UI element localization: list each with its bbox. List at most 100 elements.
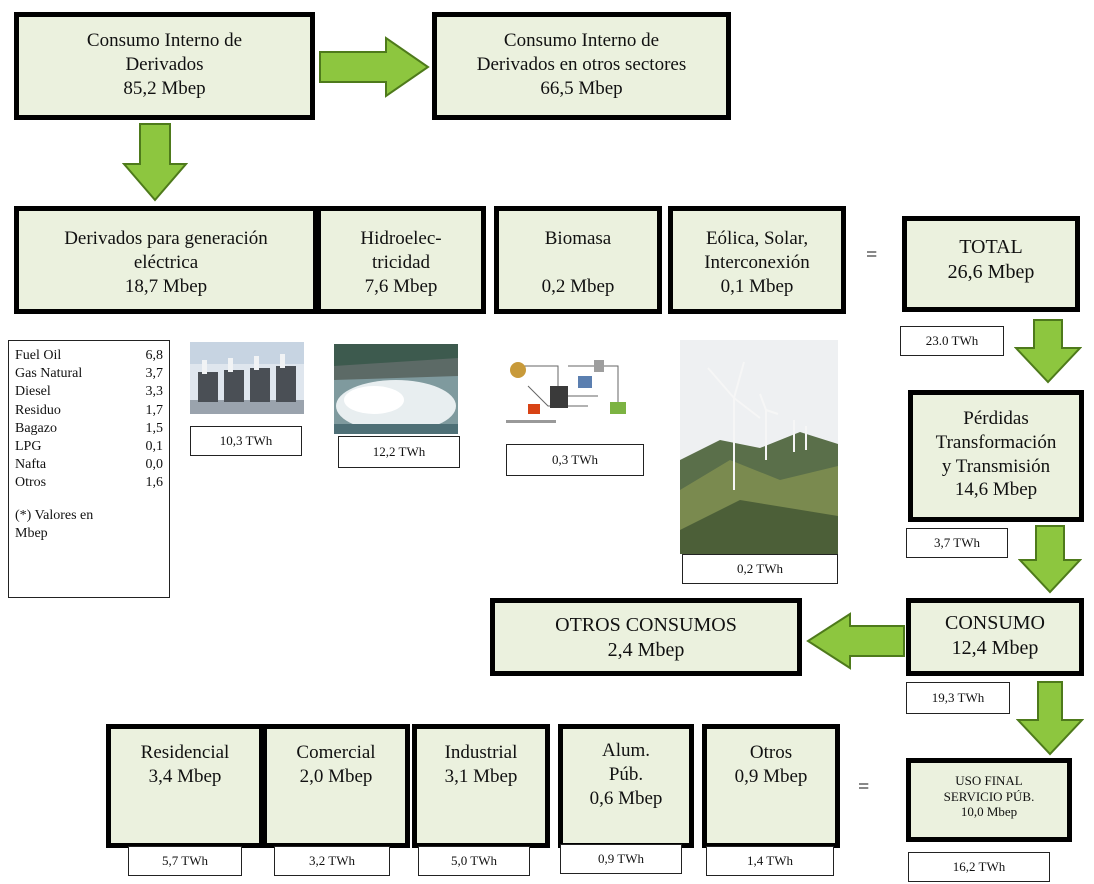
box-value: 10,0 Mbep <box>960 804 1018 820</box>
box-value: 7,6 Mbep <box>364 275 438 297</box>
box-line: Industrial <box>444 742 518 763</box>
box-line: Alum. <box>601 740 651 761</box>
hidroelectricidad-box: Hidroelec- tricidad 7,6 Mbep <box>316 206 486 314</box>
residencial-box: Residencial 3,4 Mbep <box>106 724 264 848</box>
box-line: Biomasa <box>544 228 612 249</box>
box-line: Interconexión <box>704 251 810 273</box>
box-line: Derivados <box>125 53 204 75</box>
thermal-plant-image <box>190 342 304 414</box>
fuel-row: Residuo 1,7 <box>15 402 163 420</box>
fuel-name: Gas Natural <box>15 366 83 382</box>
box-value: 12,4 Mbep <box>951 637 1039 659</box>
box-value: 85,2 Mbep <box>123 77 206 99</box>
fuel-name: Otros <box>15 475 47 491</box>
twh-value: 5,0 TWh <box>451 853 497 868</box>
biomasa-box: Biomasa 0,2 Mbep <box>494 206 662 314</box>
note-text: (*) Valores en <box>15 507 94 523</box>
eolica-solar-box: Eólica, Solar, Interconexión 0,1 Mbep <box>668 206 846 314</box>
fuel-value: 3,7 <box>145 366 164 382</box>
arrow-down-icon <box>122 123 188 202</box>
termica-twh-box: 10,3 TWh <box>190 426 302 456</box>
box-line: Otros <box>749 742 793 763</box>
note-text: Mbep <box>15 525 48 541</box>
wind-turbines-image <box>680 340 838 554</box>
fuel-row: Otros 1,6 <box>15 474 163 492</box>
residencial-twh-box: 5,7 TWh <box>128 846 242 876</box>
fuel-name: Bagazo <box>15 420 57 436</box>
arrow-down-icon <box>1014 319 1082 384</box>
fuel-value: 0,1 <box>145 438 164 454</box>
consumo-box: CONSUMO 12,4 Mbep <box>906 598 1084 676</box>
fuel-name: LPG <box>15 438 42 454</box>
hydro-dam-image <box>334 344 458 434</box>
comercial-box: Comercial 2,0 Mbep <box>262 724 410 848</box>
box-value: 18,7 Mbep <box>124 275 208 297</box>
fuel-name: Nafta <box>15 457 47 473</box>
box-value: 0,9 Mbep <box>734 765 808 787</box>
twh-value: 3,7 TWh <box>934 535 980 550</box>
fuel-name: Diesel <box>15 384 51 400</box>
comercial-twh-box: 3,2 TWh <box>274 846 390 876</box>
box-line: Púb. <box>608 763 644 785</box>
box-line: Eólica, Solar, <box>705 228 809 249</box>
legend-note: (*) Valores en Mbep <box>15 507 163 543</box>
industrial-twh-box: 5,0 TWh <box>418 846 530 876</box>
fuel-value: 1,5 <box>145 420 164 436</box>
total-twh-box: 23.0 TWh <box>900 326 1004 356</box>
box-value: 2,0 Mbep <box>299 765 373 787</box>
box-value: 3,1 Mbep <box>444 765 518 787</box>
biomass-diagram-image <box>498 346 640 430</box>
box-value: 2,4 Mbep <box>607 639 685 661</box>
twh-value: 19,3 TWh <box>931 690 985 705</box>
box-line: Hidroelec- <box>360 228 442 249</box>
twh-value: 23.0 TWh <box>925 333 979 348</box>
fuel-value: 1,6 <box>145 475 164 491</box>
consumo-twh-box: 19,3 TWh <box>906 682 1010 714</box>
hidro-twh-box: 12,2 TWh <box>338 436 460 468</box>
eolica-twh-box: 0,2 TWh <box>682 554 838 584</box>
biomasa-twh-box: 0,3 TWh <box>506 444 644 476</box>
box-line: USO FINAL <box>955 773 1023 788</box>
fuel-value: 3,3 <box>145 384 164 400</box>
equals-sign: = <box>858 776 870 798</box>
fuel-name: Residuo <box>15 402 61 418</box>
twh-value: 10,3 TWh <box>219 433 273 448</box>
arrow-down-icon <box>1018 525 1082 594</box>
fuel-value: 1,7 <box>145 402 164 418</box>
perdidas-box: Pérdidas Transformación y Transmisión 14… <box>908 390 1084 522</box>
arrow-left-icon <box>806 612 905 670</box>
perdidas-twh-box: 3,7 TWh <box>906 528 1008 558</box>
box-line: Residencial <box>140 742 230 763</box>
box-line: y Transmisión <box>941 455 1051 477</box>
fuel-row: LPG 0,1 <box>15 438 163 456</box>
otros-sector-box: Otros 0,9 Mbep <box>702 724 840 848</box>
box-line: tricidad <box>371 251 431 273</box>
twh-value: 16,2 TWh <box>952 859 1006 874</box>
box-line: CONSUMO <box>944 612 1046 634</box>
box-line: Derivados en otros sectores <box>476 53 687 75</box>
twh-value: 5,7 TWh <box>162 853 208 868</box>
box-line: eléctrica <box>133 251 199 273</box>
arrow-right-icon <box>319 36 430 98</box>
twh-value: 0,2 TWh <box>737 561 783 576</box>
alumbrado-publico-box: Alum. Púb. 0,6 Mbep <box>558 724 694 848</box>
box-line: Comercial <box>296 742 376 763</box>
fuel-row: Gas Natural 3,7 <box>15 365 163 383</box>
fuel-name: Fuel Oil <box>15 348 62 363</box>
spacer <box>576 251 581 275</box>
otros-consumos-box: OTROS CONSUMOS 2,4 Mbep <box>490 598 802 676</box>
box-value: 0,1 Mbep <box>720 275 794 297</box>
box-line: SERVICIO PÚB. <box>943 788 1035 804</box>
twh-value: 0,3 TWh <box>552 452 598 467</box>
consumo-otros-sectores-box: Consumo Interno de Derivados en otros se… <box>432 12 731 120</box>
twh-value: 0,9 TWh <box>598 851 644 866</box>
box-value: 0,2 Mbep <box>541 275 615 297</box>
box-value: 14,6 Mbep <box>954 479 1038 501</box>
box-line: Pérdidas <box>963 408 1029 429</box>
box-line: TOTAL <box>959 236 1023 258</box>
twh-value: 1,4 TWh <box>747 853 793 868</box>
box-value: 0,6 Mbep <box>589 787 663 809</box>
